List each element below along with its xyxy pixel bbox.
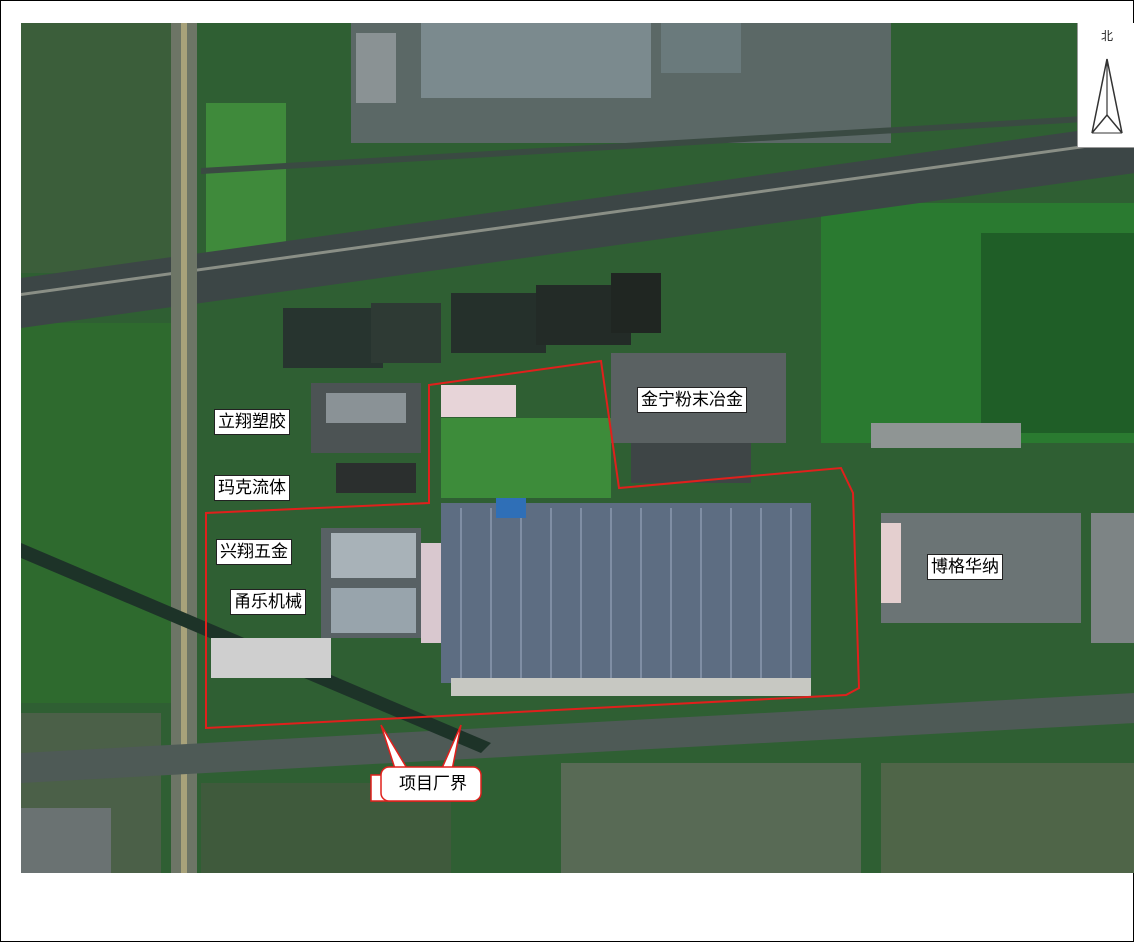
label-make-fluid: 玛克流体 bbox=[214, 475, 290, 501]
label-boge-huana: 博格华纳 bbox=[927, 554, 1003, 580]
north-arrow: 北 bbox=[1077, 23, 1134, 148]
label-xingxiang-hardware: 兴翔五金 bbox=[216, 539, 292, 565]
north-label: 北 bbox=[1100, 29, 1113, 43]
project-boundary-callout: 项目厂界 bbox=[399, 774, 467, 794]
satellite-map: 立翔塑胶 玛克流体 兴翔五金 甬乐机械 金宁粉末冶金 博格华纳 北 项目厂界 bbox=[21, 23, 1134, 873]
project-boundary bbox=[205, 359, 861, 730]
label-lixiang-plastics: 立翔塑胶 bbox=[214, 409, 290, 435]
satellite-image bbox=[21, 23, 1134, 873]
label-jinning-powder-metallurgy: 金宁粉末冶金 bbox=[637, 387, 747, 413]
north-arrow-icon bbox=[1091, 58, 1123, 134]
label-yongle-machinery: 甬乐机械 bbox=[230, 589, 306, 615]
